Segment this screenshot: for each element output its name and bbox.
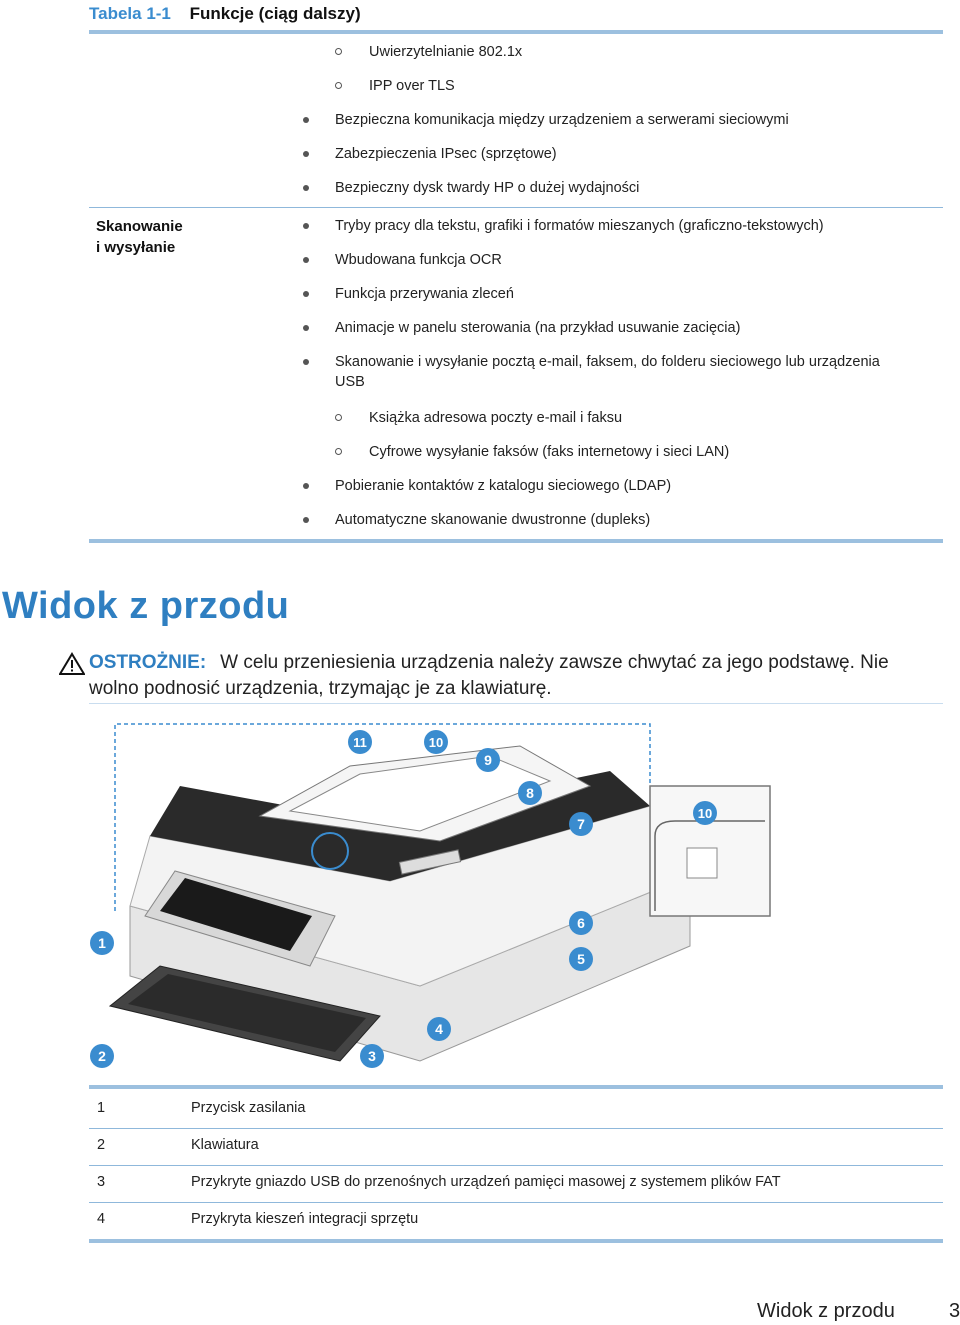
table-top-rule: [89, 30, 943, 34]
row-header-scan: Skanowanie i wysyłanie: [96, 216, 183, 258]
bullet: [303, 325, 309, 331]
list-item: Funkcja przerywania zleceń: [335, 286, 514, 302]
legend-number: 1: [97, 1100, 106, 1116]
svg-text:8: 8: [526, 785, 534, 801]
svg-text:10: 10: [698, 806, 712, 821]
list-item: Animacje w panelu sterowania (na przykła…: [335, 320, 741, 336]
table-number: Tabela 1-1: [89, 4, 171, 23]
svg-text:2: 2: [98, 1048, 106, 1064]
callout-10: 10: [424, 730, 448, 754]
sub-bullet: [335, 48, 342, 55]
list-item: Bezpieczna komunikacja między urządzenie…: [335, 112, 789, 128]
bullet: [303, 185, 309, 191]
legend-bottom-rule: [89, 1239, 943, 1243]
row-divider: [89, 1128, 943, 1129]
bullet: [303, 483, 309, 489]
svg-text:10: 10: [429, 735, 443, 750]
list-item: Uwierzytelnianie 802.1x: [369, 44, 523, 60]
row-divider: [89, 1165, 943, 1166]
svg-text:11: 11: [353, 735, 367, 750]
callout-10-inset: 10: [693, 801, 717, 825]
list-item-line: USB: [335, 374, 365, 390]
caution-rule: [89, 703, 943, 704]
callout-3: 3: [360, 1044, 384, 1068]
section-title: Widok z przodu: [2, 585, 290, 627]
row-header-line: Skanowanie: [96, 218, 183, 235]
legend-text: Przycisk zasilania: [191, 1100, 306, 1116]
svg-text:4: 4: [435, 1021, 443, 1037]
callout-9: 9: [476, 748, 500, 772]
table-caption: Tabela 1-1 Funkcje (ciąg dalszy): [89, 4, 361, 24]
bullet: [303, 517, 309, 523]
list-item: Tryby pracy dla tekstu, grafiki i format…: [335, 218, 824, 234]
sub-bullet: [335, 82, 342, 89]
callout-7: 7: [569, 812, 593, 836]
list-item: Skanowanie i wysyłanie pocztą e-mail, fa…: [335, 352, 880, 392]
bullet: [303, 291, 309, 297]
bullet: [303, 117, 309, 123]
bullet: [303, 257, 309, 263]
caution-text: W celu przeniesienia urządzenia należy z…: [89, 652, 889, 699]
legend-text: Klawiatura: [191, 1137, 259, 1153]
sub-bullet: [335, 414, 342, 421]
list-item: Bezpieczny dysk twardy HP o dużej wydajn…: [335, 180, 640, 196]
list-item: Automatyczne skanowanie dwustronne (dupl…: [335, 512, 651, 528]
legend-text: Przykryte gniazdo USB do przenośnych urz…: [191, 1174, 781, 1190]
callout-4: 4: [427, 1017, 451, 1041]
list-item: Zabezpieczenia IPsec (sprzętowe): [335, 146, 557, 162]
caution-note: OSTROŻNIE:W celu przeniesienia urządzeni…: [89, 650, 919, 702]
row-divider: [89, 207, 943, 208]
caution-label: OSTROŻNIE:: [89, 652, 207, 673]
svg-text:9: 9: [484, 752, 492, 768]
footer-page-number: 3: [949, 1300, 960, 1322]
footer-section-title: Widok z przodu: [757, 1300, 895, 1322]
sub-bullet: [335, 448, 342, 455]
legend-top-rule: [89, 1085, 943, 1089]
svg-text:6: 6: [577, 915, 585, 931]
list-item: Pobieranie kontaktów z katalogu sieciowe…: [335, 478, 672, 494]
row-divider: [89, 1202, 943, 1203]
row-header-line: i wysyłanie: [96, 239, 176, 256]
callout-8: 8: [518, 781, 542, 805]
scanner-front-view-illustration: 1 2 3 4 5 6 7 8 9 10 11 10: [90, 723, 771, 1068]
bullet: [303, 151, 309, 157]
legend-number: 4: [97, 1211, 106, 1227]
svg-text:1: 1: [98, 935, 106, 951]
table-bottom-rule: [89, 539, 943, 543]
legend-text: Przykryta kieszeń integracji sprzętu: [191, 1211, 419, 1227]
callout-6: 6: [569, 911, 593, 935]
list-item: Cyfrowe wysyłanie faksów (faks interneto…: [369, 444, 730, 460]
svg-text:3: 3: [368, 1048, 376, 1064]
svg-text:5: 5: [577, 951, 585, 967]
list-item: IPP over TLS: [369, 78, 455, 94]
bullet: [303, 359, 309, 365]
list-item: Książka adresowa poczty e-mail i faksu: [369, 410, 623, 426]
bullet: [303, 223, 309, 229]
callout-1: 1: [90, 931, 114, 955]
list-item: Wbudowana funkcja OCR: [335, 252, 502, 268]
legend-number: 2: [97, 1137, 106, 1153]
list-item-line: Skanowanie i wysyłanie pocztą e-mail, fa…: [335, 354, 880, 370]
warning-icon: [59, 652, 85, 675]
callout-11: 11: [348, 730, 372, 754]
table-title: Funkcje (ciąg dalszy): [189, 4, 361, 23]
callout-5: 5: [569, 947, 593, 971]
callout-2: 2: [90, 1044, 114, 1068]
svg-text:7: 7: [577, 816, 585, 832]
legend-number: 3: [97, 1174, 106, 1190]
